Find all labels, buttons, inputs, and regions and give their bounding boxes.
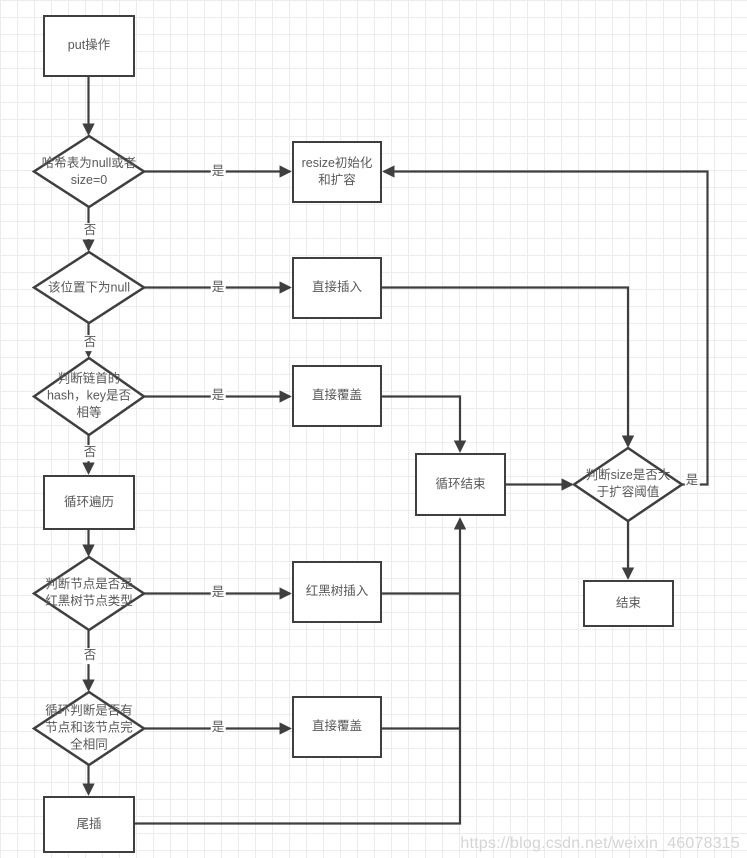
process-loop-end: 循环结束 xyxy=(415,453,506,516)
edge-label-yes-3: 是 xyxy=(210,388,226,404)
csdn-watermark: https://blog.csdn.net/weixin_46078315 xyxy=(460,835,740,852)
edge-label-yes-6: 是 xyxy=(684,473,700,489)
process-direct-insert: 直接插入 xyxy=(292,257,382,319)
process-put: put操作 xyxy=(43,15,135,77)
decision-check-same-node-shape xyxy=(31,690,147,767)
edge-label-yes-2: 是 xyxy=(210,280,226,296)
process-direct-cover-2: 直接覆盖 xyxy=(292,696,382,758)
decision-check-rbtree-shape xyxy=(31,555,147,632)
edge-label-yes-1: 是 xyxy=(210,164,226,180)
edge-label-no-3: 否 xyxy=(82,445,98,461)
process-end: 结束 xyxy=(583,580,674,627)
edge-label-no-1: 否 xyxy=(82,223,98,239)
decision-check-head-equal-shape xyxy=(31,356,147,437)
connector-tail-insert-to-loop-end xyxy=(134,517,467,825)
decision-check-size-shape xyxy=(571,446,685,523)
process-tail-insert: 尾插 xyxy=(43,796,135,853)
decision-check-table-null-shape xyxy=(31,134,147,209)
process-rbtree-insert: 红黑树插入 xyxy=(292,561,382,623)
process-resize: resize初始化 和扩容 xyxy=(292,141,382,203)
connector-check-size-yes-to-resize xyxy=(382,165,709,486)
edge-label-yes-4: 是 xyxy=(210,585,226,601)
edge-label-no-2: 否 xyxy=(82,335,98,351)
edge-label-yes-5: 是 xyxy=(210,720,226,736)
edge-label-no-4: 否 xyxy=(82,648,98,664)
process-loop-traverse: 循环遍历 xyxy=(43,475,135,530)
connector-cover1-to-loop-end xyxy=(381,395,467,453)
connector-direct-insert-to-check-size xyxy=(381,286,635,448)
decision-check-slot-null-shape xyxy=(31,250,147,325)
process-direct-cover-1: 直接覆盖 xyxy=(292,365,382,427)
